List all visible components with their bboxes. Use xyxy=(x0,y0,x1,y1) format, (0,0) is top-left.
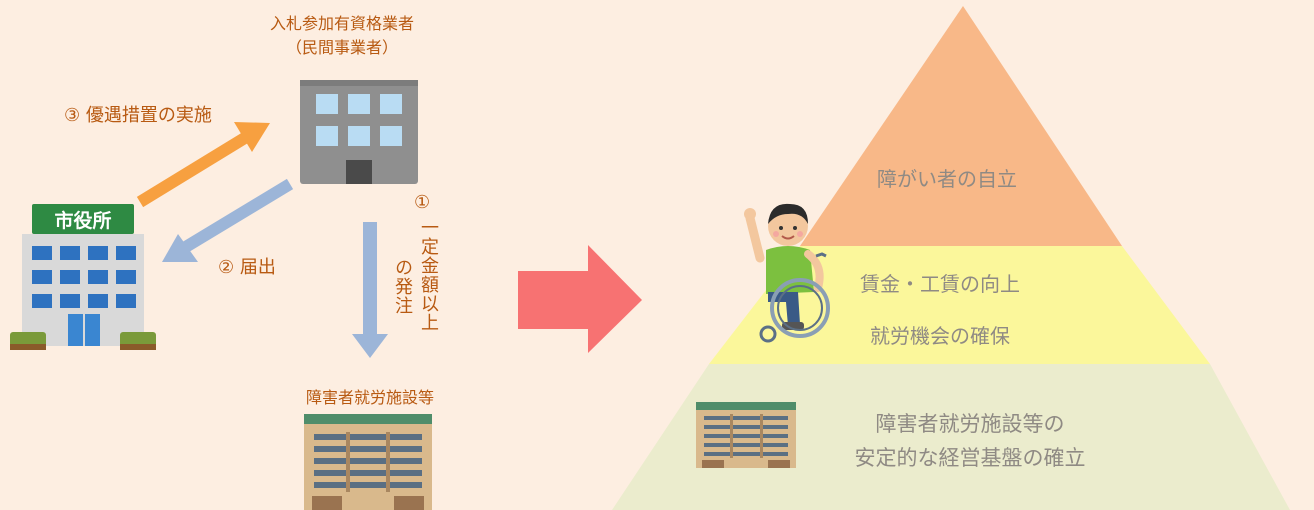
bidder-title-line2: （民間事業者） xyxy=(285,38,398,57)
office-building-icon xyxy=(300,80,418,184)
welfare-facility-icon xyxy=(696,402,796,468)
step1-number: ① xyxy=(414,192,431,213)
facility-title: 障害者就労施設等 xyxy=(305,388,434,407)
step1-text-b: の発注 xyxy=(392,258,413,315)
pyramid-top-tier xyxy=(800,6,1122,246)
city-hall-icon: 市役所 xyxy=(10,204,156,350)
order-arrow xyxy=(352,222,388,358)
notification-arrow xyxy=(162,178,294,262)
wheelchair-person-icon xyxy=(744,203,830,343)
step3-label: ③ 優遇措置の実施 xyxy=(64,105,212,126)
pyramid-bottom-tier xyxy=(612,364,1290,510)
step2-label: ② 届出 xyxy=(218,257,276,278)
result-arrow xyxy=(518,245,642,353)
pyramid-middle-line2: 就労機会の確保 xyxy=(870,324,1010,348)
pyramid-top-label: 障がい者の自立 xyxy=(877,167,1017,191)
pyramid-bottom-line1: 障害者就労施設等の xyxy=(875,412,1065,436)
pyramid-middle-tier xyxy=(709,246,1210,364)
step1-text-a: 一定金額以上 xyxy=(418,218,439,332)
welfare-facility-icon xyxy=(304,414,432,510)
bidder-title: 入札参加有資格業者 （民間事業者） xyxy=(262,10,422,58)
bidder-title-line1: 入札参加有資格業者 xyxy=(269,14,414,33)
pyramid-middle-line1: 賃金・工賃の向上 xyxy=(860,272,1020,296)
pyramid-bottom-line2: 安定的な経営基盤の確立 xyxy=(854,446,1086,470)
implementation-arrow xyxy=(136,122,270,208)
city-hall-sign: 市役所 xyxy=(54,209,111,232)
